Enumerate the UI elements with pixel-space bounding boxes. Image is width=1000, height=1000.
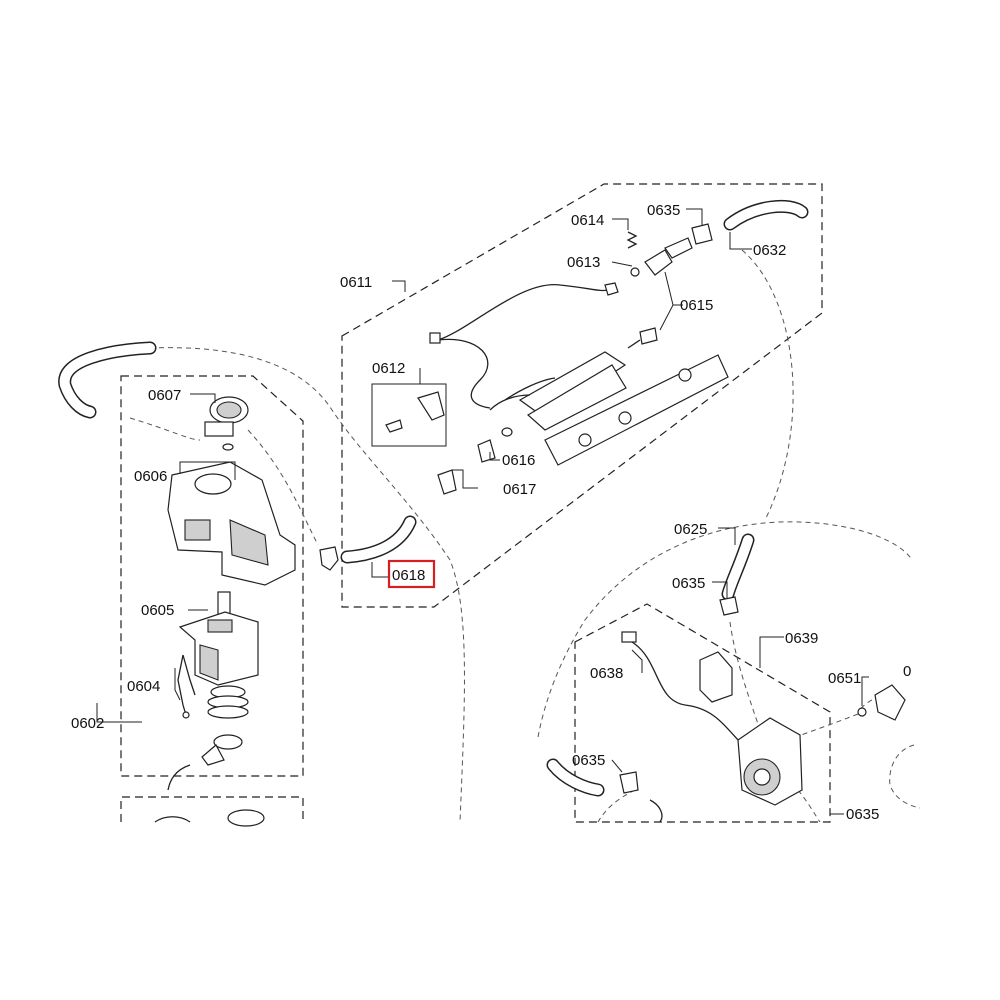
- sensor-cables: [429, 284, 609, 411]
- assembly-0602-boundary: [120, 375, 304, 777]
- label-0651: 0651: [828, 670, 861, 687]
- label-0635-mid: 0635: [672, 575, 705, 592]
- assembly-0639-boundary: [574, 603, 831, 823]
- sensor-0617: [477, 427, 513, 463]
- clip-0612: [385, 391, 457, 495]
- part-labels: 0602 0604 0605 0606 0607 0611 0612 0613 …: [71, 202, 911, 823]
- label-0611: 0611: [340, 274, 372, 291]
- washer-0651: [857, 707, 867, 717]
- spring-0614: [626, 231, 638, 249]
- pump-housing-0606: [167, 461, 296, 586]
- label-0605: 0605: [141, 602, 174, 619]
- label-0613: 0613: [567, 254, 600, 271]
- label-0632: 0632: [753, 242, 786, 259]
- nozzle-0615: [604, 282, 658, 349]
- label-0615: 0615: [680, 297, 713, 314]
- label-0612: 0612: [372, 360, 405, 377]
- label-0604: 0604: [127, 678, 160, 695]
- cable-0638: [621, 631, 739, 741]
- elbow-fitting: [201, 734, 243, 766]
- label-0616: 0616: [502, 452, 535, 469]
- fitting-0613: [630, 237, 693, 277]
- water-routing-lines: [129, 249, 921, 823]
- leader-lines: [96, 208, 869, 815]
- bracket-part: [649, 684, 906, 823]
- heating-block: [518, 351, 729, 466]
- highlight-box-0618: [387, 559, 436, 589]
- assembly-boundaries: [120, 183, 831, 823]
- label-0625: 0625: [674, 521, 707, 538]
- label-0635-right: 0635: [846, 806, 879, 823]
- label-0607: 0607: [148, 387, 181, 404]
- label-0638: 0638: [590, 665, 623, 682]
- assembly-0611-boundary: [341, 183, 823, 608]
- label-0618: 0618: [392, 567, 425, 584]
- label-0639: 0639: [785, 630, 818, 647]
- pressure-gauge-0607: [204, 396, 249, 451]
- pump-bellows: [207, 685, 249, 719]
- label-0635-top: 0635: [647, 202, 680, 219]
- connector-0635-small: [619, 596, 739, 794]
- lower-left-parts: [154, 764, 265, 827]
- hoses: [58, 199, 809, 797]
- valve-connector: [319, 546, 339, 571]
- label-0635-lower: 0635: [572, 752, 605, 769]
- water-pump-0605: [178, 591, 259, 686]
- screw-kit-box: [371, 383, 447, 447]
- label-0614: 0614: [571, 212, 604, 229]
- sensor-wire-0604: [177, 654, 196, 719]
- motor-0639: [699, 651, 803, 806]
- label-cut-off: 0: [903, 663, 911, 680]
- label-0606: 0606: [134, 468, 167, 485]
- lower-left-boundary: [120, 796, 304, 822]
- label-0602: 0602: [71, 715, 104, 732]
- connector-0635-top: [691, 223, 713, 245]
- label-0617: 0617: [503, 481, 536, 498]
